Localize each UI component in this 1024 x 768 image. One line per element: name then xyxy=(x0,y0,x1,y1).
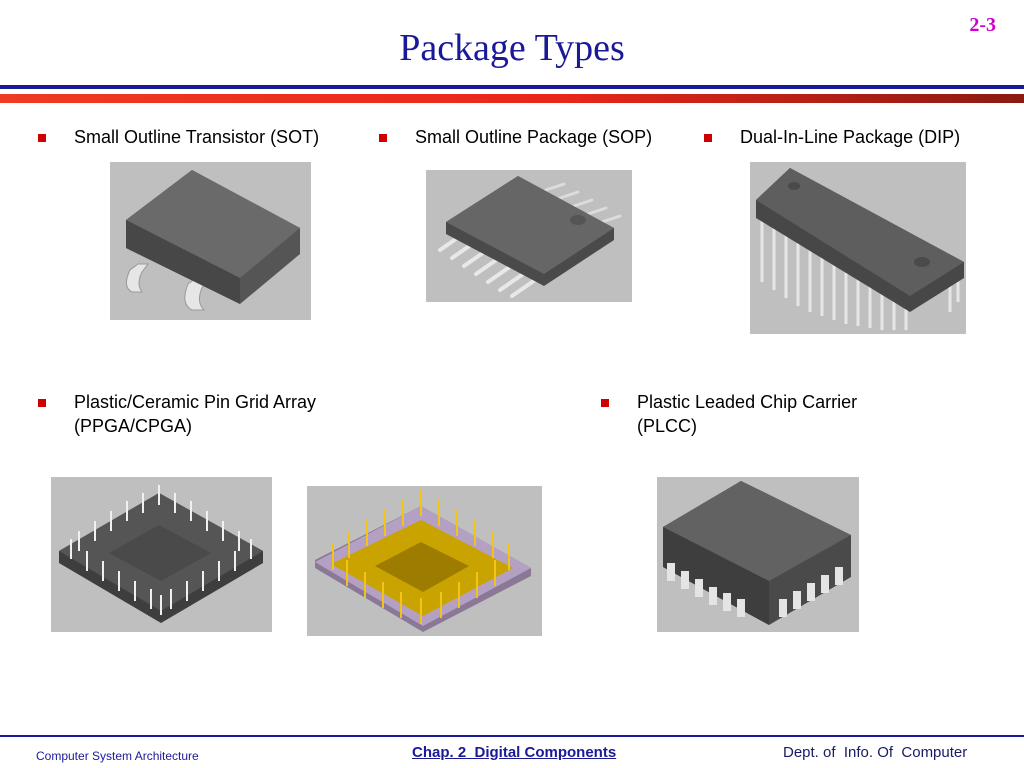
slide-title: Package Types xyxy=(399,27,625,69)
bullet-label-line1: Plastic/Ceramic Pin Grid Array xyxy=(74,392,317,412)
bullet-marker xyxy=(38,134,46,142)
sot-package-image xyxy=(110,162,311,320)
plcc-package-image xyxy=(657,477,859,632)
sop-package-image xyxy=(426,170,632,302)
footer-department: Dept. of Info. Of Computer xyxy=(783,744,968,761)
bullet-marker xyxy=(379,134,387,142)
dip-package-image xyxy=(750,162,966,334)
bullet-label: Small Outline Transistor (SOT) xyxy=(74,127,320,147)
bullet-dip: Dual-In-Line Package (DIP) xyxy=(704,125,961,149)
bullet-pga: Plastic/Ceramic Pin Grid Array (PPGA/CPG… xyxy=(38,390,317,438)
footer-chapter: Chap. 2 Digital Components xyxy=(412,744,617,761)
bullet-label: Small Outline Package (SOP) xyxy=(415,127,653,147)
bullet-marker xyxy=(38,399,46,407)
bullet-plcc: Plastic Leaded Chip Carrier (PLCC) xyxy=(601,390,858,438)
bullet-label-line2: (PLCC) xyxy=(637,416,698,436)
bullet-label: Dual-In-Line Package (DIP) xyxy=(740,127,961,147)
bullet-sop: Small Outline Package (SOP) xyxy=(379,125,653,149)
slide-number: 2-3 xyxy=(969,14,996,36)
ppga-package-image xyxy=(51,477,272,632)
header-rule-blue xyxy=(0,85,1024,89)
bullet-marker xyxy=(704,134,712,142)
footer-rule xyxy=(0,735,1024,737)
footer-course-title: Computer System Architecture xyxy=(36,749,199,763)
header-rule-red xyxy=(0,94,1024,103)
bullet-sot: Small Outline Transistor (SOT) xyxy=(38,125,320,149)
bullet-marker xyxy=(601,399,609,407)
bullet-label-line1: Plastic Leaded Chip Carrier xyxy=(637,392,858,412)
bullet-label-line2: (PPGA/CPGA) xyxy=(74,416,193,436)
cpga-package-image xyxy=(307,486,542,636)
